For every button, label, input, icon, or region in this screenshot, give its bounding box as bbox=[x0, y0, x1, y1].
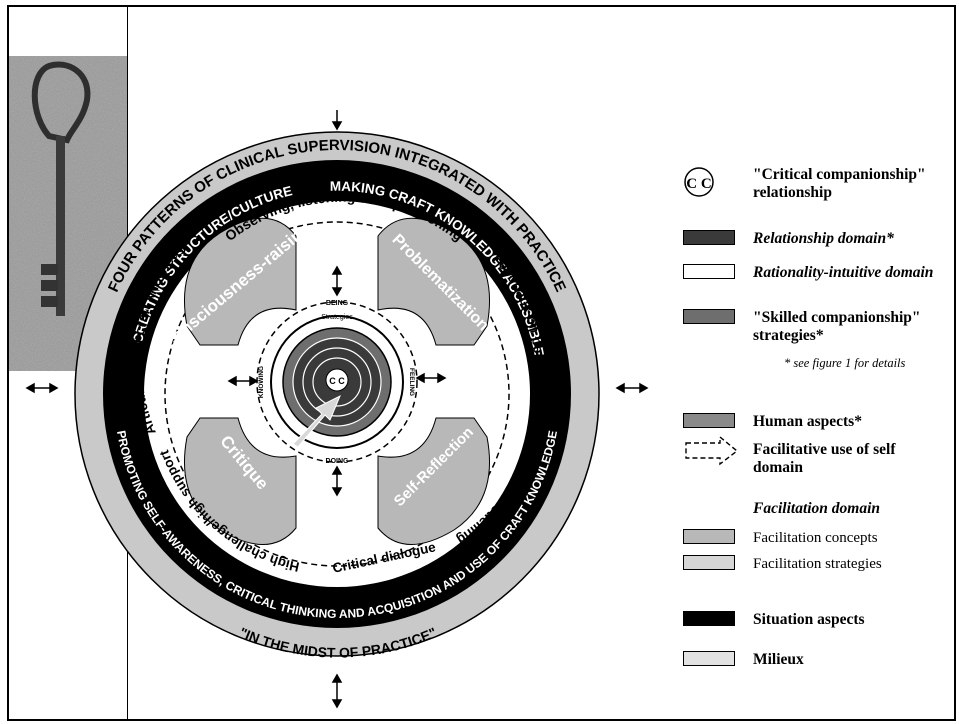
facilitative-arrow bbox=[292, 394, 341, 448]
label-feeling: FEELING bbox=[408, 368, 415, 396]
legend-strategies-label: Facilitation strategies bbox=[753, 556, 882, 572]
arrow-inner-top bbox=[331, 265, 343, 297]
figure-frame bbox=[7, 5, 956, 721]
arrow-bottom bbox=[331, 673, 343, 709]
label-strategies: Strategies bbox=[321, 314, 353, 321]
legend-rationality: Rationality-intuitive domain bbox=[683, 264, 933, 282]
arrow-inner-right bbox=[415, 372, 447, 384]
legend-facilitative-arrow-icon bbox=[685, 435, 739, 466]
legend-cc: "Critical companionship" relationship bbox=[753, 166, 953, 202]
legend-situation-label: Situation aspects bbox=[753, 611, 865, 628]
legend-strategies: Facilitation strategies bbox=[683, 555, 882, 573]
arrow-left bbox=[25, 382, 59, 394]
cc-center bbox=[325, 368, 349, 392]
petal-consciousness bbox=[184, 217, 297, 346]
legend-concepts-label: Facilitation concepts bbox=[753, 530, 878, 546]
legend-human-label: Human aspects* bbox=[753, 413, 862, 430]
arrow-inner-bottom bbox=[331, 465, 343, 497]
swatch-rationality bbox=[683, 264, 735, 279]
legend-skilled: "Skilled companionship" strategies* bbox=[683, 309, 953, 345]
legend-cc-icon bbox=[684, 167, 714, 197]
arrow-right bbox=[615, 382, 649, 394]
swatch-strategies bbox=[683, 555, 735, 570]
swatch-concepts bbox=[683, 529, 735, 544]
petal-problematization bbox=[377, 217, 490, 346]
legend-relationship-label: Relationship domain* bbox=[753, 230, 894, 247]
arrow-top bbox=[331, 110, 343, 131]
legend-skilled-label: "Skilled companionship" strategies* bbox=[753, 309, 921, 344]
legend-cc-label: "Critical companionship" relationship bbox=[753, 166, 926, 201]
swatch-skilled bbox=[683, 309, 735, 324]
legend-facilitative-label: Facilitative use of self domain bbox=[753, 441, 896, 476]
legend-facilitation-heading: Facilitation domain bbox=[753, 500, 880, 518]
legend-relationship: Relationship domain* bbox=[683, 230, 894, 248]
swatch-relationship bbox=[683, 230, 735, 245]
legend-facilitative: Facilitative use of self domain bbox=[753, 441, 943, 477]
label-knowing: KNOWING bbox=[258, 366, 265, 398]
legend-cc-symbol: C C bbox=[686, 176, 711, 192]
petal-self-reflection bbox=[377, 417, 490, 545]
legend-facilitation-heading-label: Facilitation domain bbox=[753, 500, 881, 517]
swatch-human bbox=[683, 413, 735, 428]
legend-human: Human aspects* bbox=[683, 413, 862, 431]
label-doing: DOING bbox=[326, 458, 350, 465]
legend-situation: Situation aspects bbox=[683, 611, 865, 629]
arrow-inner-left bbox=[227, 375, 259, 387]
legend-note: * see figure 1 for details bbox=[784, 356, 906, 370]
facilitative-boundary bbox=[164, 221, 510, 567]
legend-concepts: Facilitation concepts bbox=[683, 529, 878, 547]
legend-milieux: Milieux bbox=[683, 651, 804, 669]
swatch-milieux bbox=[683, 651, 735, 666]
petal-critique bbox=[184, 417, 297, 545]
label-being: BEING bbox=[326, 300, 349, 307]
swatch-situation bbox=[683, 611, 735, 626]
legend-rationality-label: Rationality-intuitive domain bbox=[753, 264, 934, 281]
cc-center-label: C C bbox=[329, 376, 345, 386]
legend-milieux-label: Milieux bbox=[753, 651, 804, 668]
